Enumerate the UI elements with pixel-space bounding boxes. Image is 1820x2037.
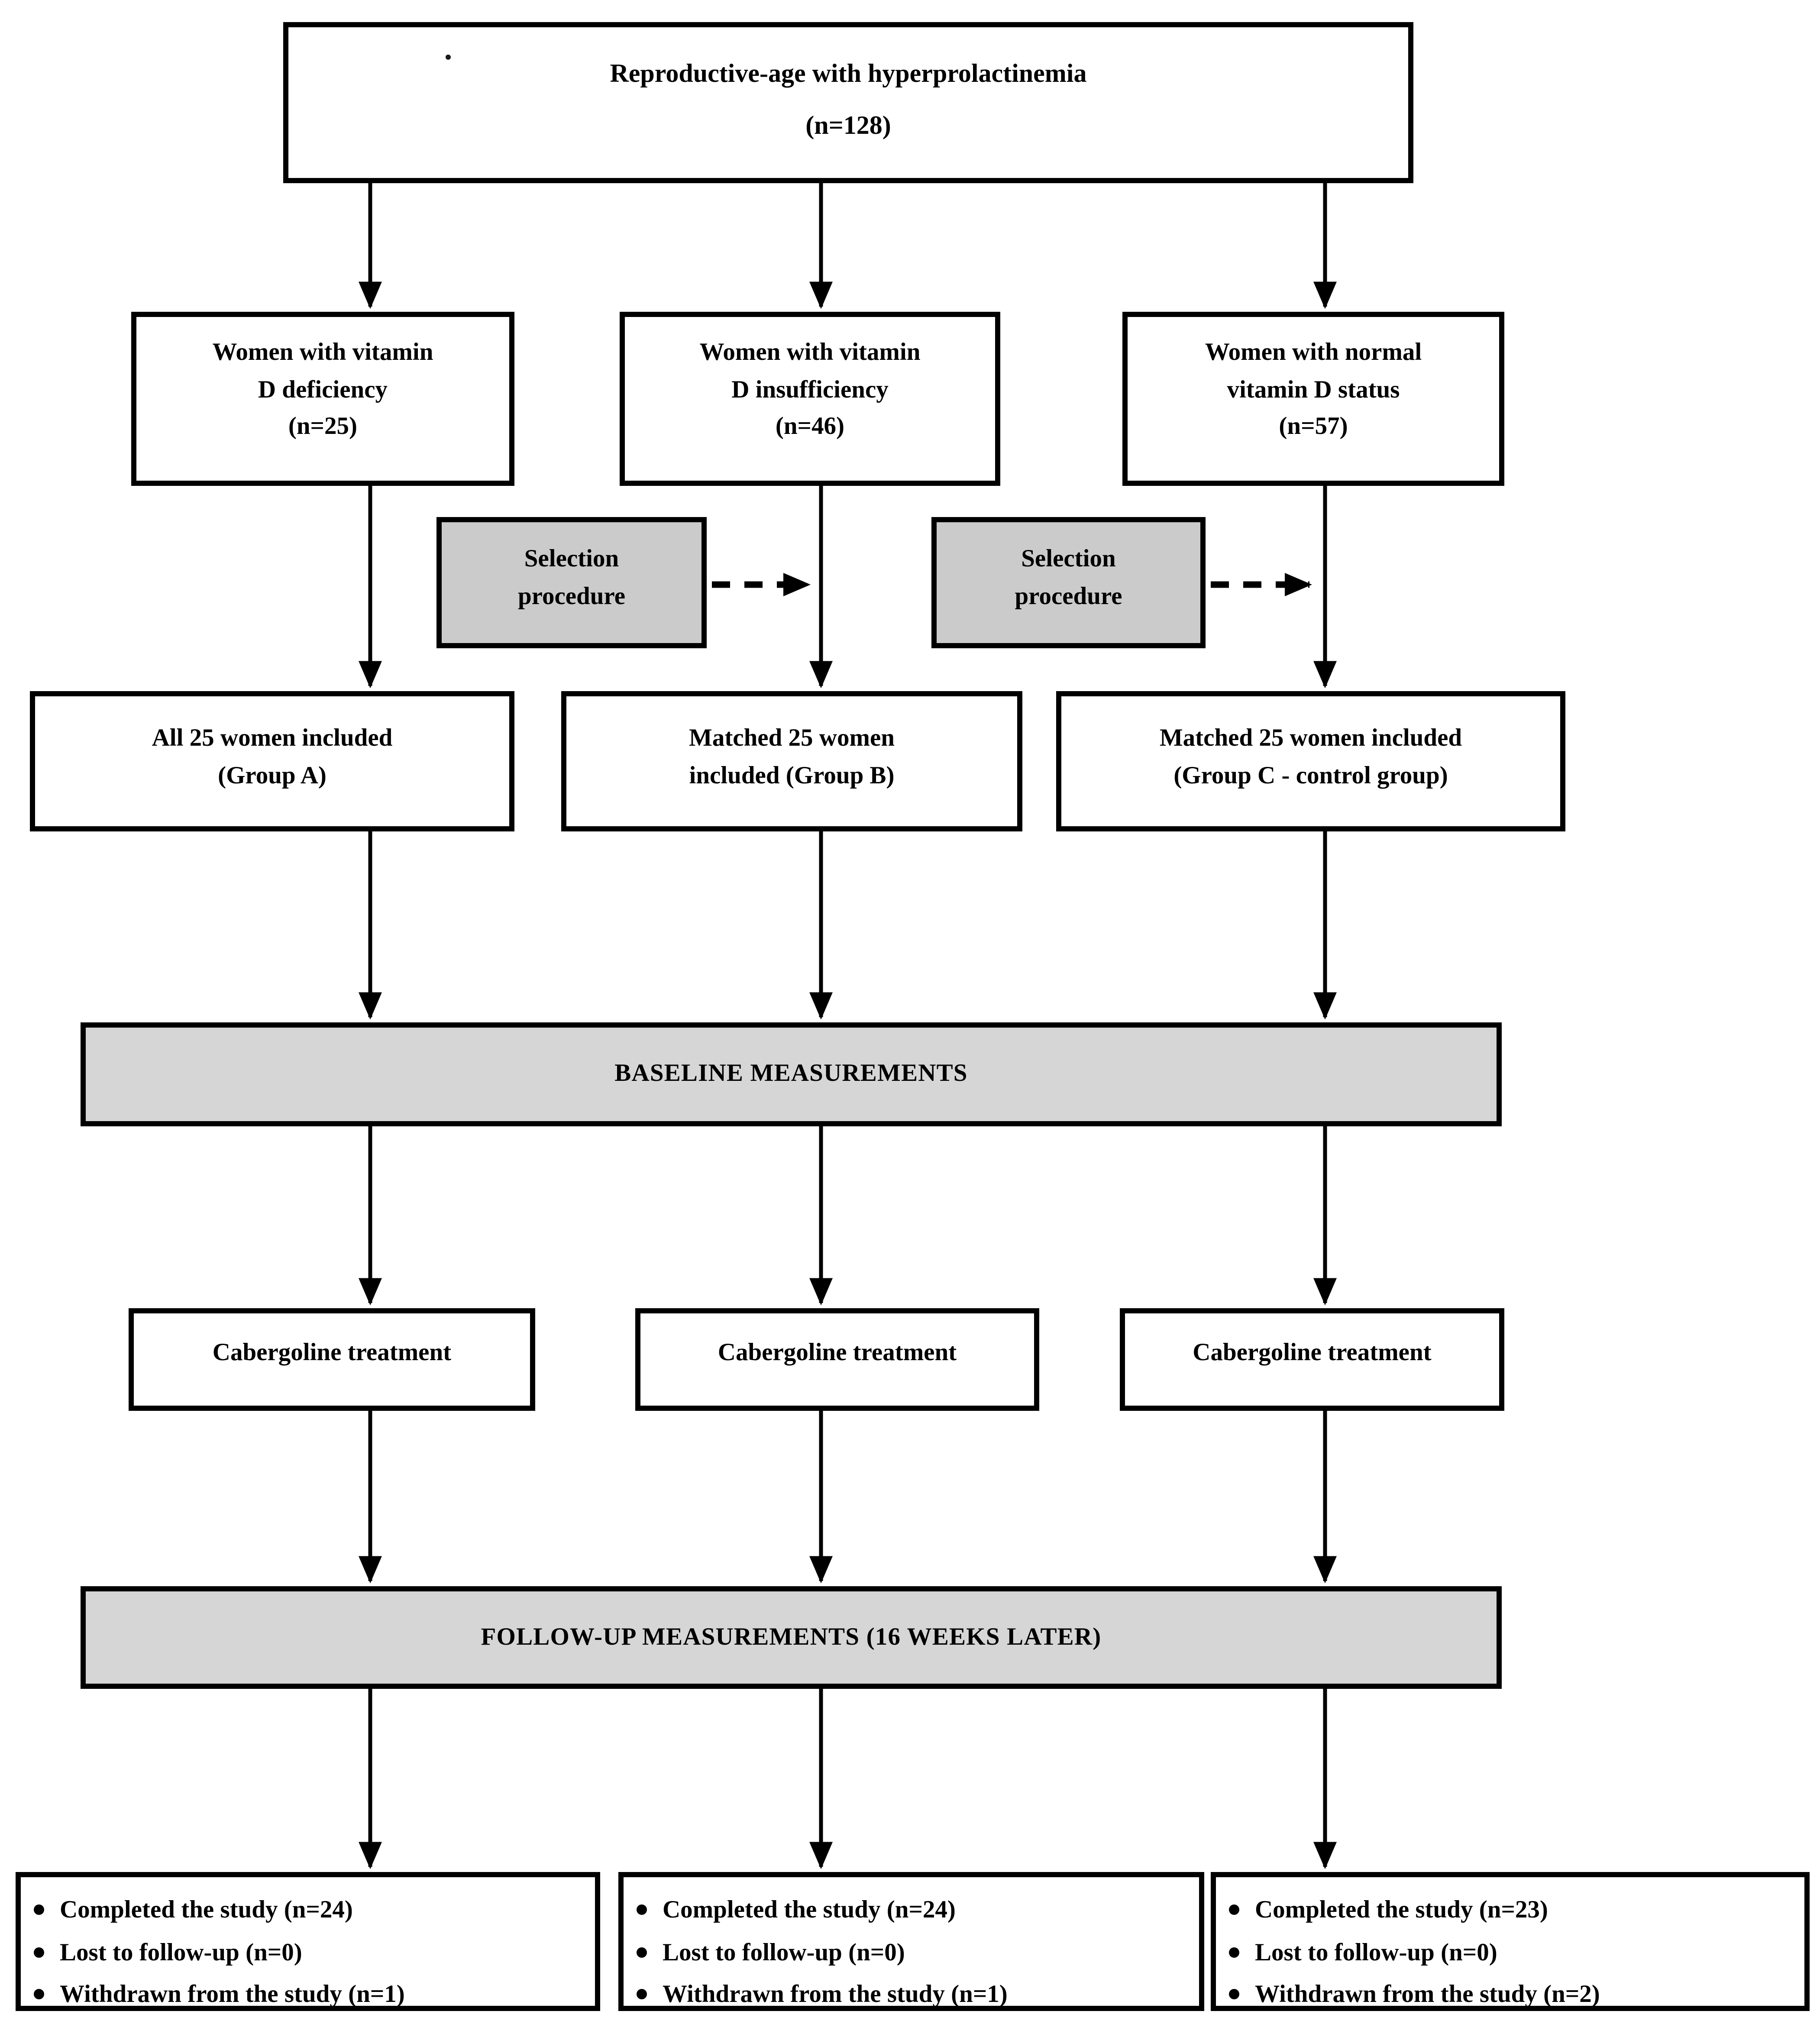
outcome-mid-list: Completed the study (n=24) Lost to follo… [631,1890,1008,2018]
outcome-item: Lost to follow-up (n=0) [631,1933,1008,1975]
outcome-box-right: Completed the study (n=23) Lost to follo… [1211,1872,1810,2011]
outcome-item: Withdrawn from the study (n=2) [1224,1975,1600,2018]
treatment-box-left: Cabergoline treatment [129,1308,535,1411]
selection-procedure-left-label: Selection procedure [517,546,626,610]
baseline-measurements-bar: BASELINE MEASUREMENTS [81,1022,1502,1126]
cohort-normal-label: Women with normal vitamin D status (n=57… [1205,339,1422,440]
group-c-label: Matched 25 women included (Group C - con… [1159,725,1462,791]
selection-procedure-right-label: Selection procedure [1015,546,1122,610]
selection-procedure-box-right: Selection procedure [931,517,1206,648]
outcome-item: Withdrawn from the study (n=1) [631,1975,1008,2018]
outcome-item: Completed the study (n=24) [631,1890,1008,1933]
cohort-insufficiency-label: Women with vitamin D insufficiency (n=46… [699,339,921,440]
outcome-right-list: Completed the study (n=23) Lost to follo… [1224,1890,1600,2018]
group-a-box: All 25 women included (Group A) [30,691,514,831]
cohort-box-insufficiency: Women with vitamin D insufficiency (n=46… [620,312,1000,486]
cohort-deficiency-label: Women with vitamin D deficiency (n=25) [212,339,433,440]
outcome-box-left: Completed the study (n=24) Lost to follo… [16,1872,600,2011]
outcome-box-mid: Completed the study (n=24) Lost to follo… [618,1872,1204,2011]
cohort-box-deficiency: Women with vitamin D deficiency (n=25) [131,312,514,486]
outcome-item: Lost to follow-up (n=0) [1224,1933,1600,1975]
cohort-box-normal: Women with normal vitamin D status (n=57… [1122,312,1504,486]
followup-measurements-bar: FOLLOW-UP MEASUREMENTS (16 WEEKS LATER) [81,1586,1502,1689]
treatment-left-label: Cabergoline treatment [212,1339,452,1367]
group-b-label: Matched 25 women included (Group B) [689,725,895,791]
outcome-item: Completed the study (n=24) [29,1890,405,1933]
outcome-left-list: Completed the study (n=24) Lost to follo… [29,1890,405,2018]
treatment-box-right: Cabergoline treatment [1120,1308,1504,1411]
outcome-item: Lost to follow-up (n=0) [29,1933,405,1975]
enrollment-box: Reproductive-age with hyperprolactinemia… [283,22,1413,183]
enrollment-n: (n=128) [805,111,891,140]
group-b-box: Matched 25 women included (Group B) [561,691,1022,831]
outcome-item: Completed the study (n=23) [1224,1890,1600,1933]
stray-mark [446,55,451,60]
followup-measurements-label: FOLLOW-UP MEASUREMENTS (16 WEEKS LATER) [481,1623,1102,1651]
treatment-right-label: Cabergoline treatment [1193,1339,1432,1367]
group-c-box: Matched 25 women included (Group C - con… [1056,691,1565,831]
enrollment-title: Reproductive-age with hyperprolactinemia [610,59,1087,88]
outcome-item: Withdrawn from the study (n=1) [29,1975,405,2018]
group-a-label: All 25 women included (Group A) [152,725,393,791]
baseline-measurements-label: BASELINE MEASUREMENTS [614,1060,968,1087]
treatment-mid-label: Cabergoline treatment [718,1339,957,1367]
selection-procedure-box-left: Selection procedure [436,517,707,648]
treatment-box-mid: Cabergoline treatment [635,1308,1039,1411]
